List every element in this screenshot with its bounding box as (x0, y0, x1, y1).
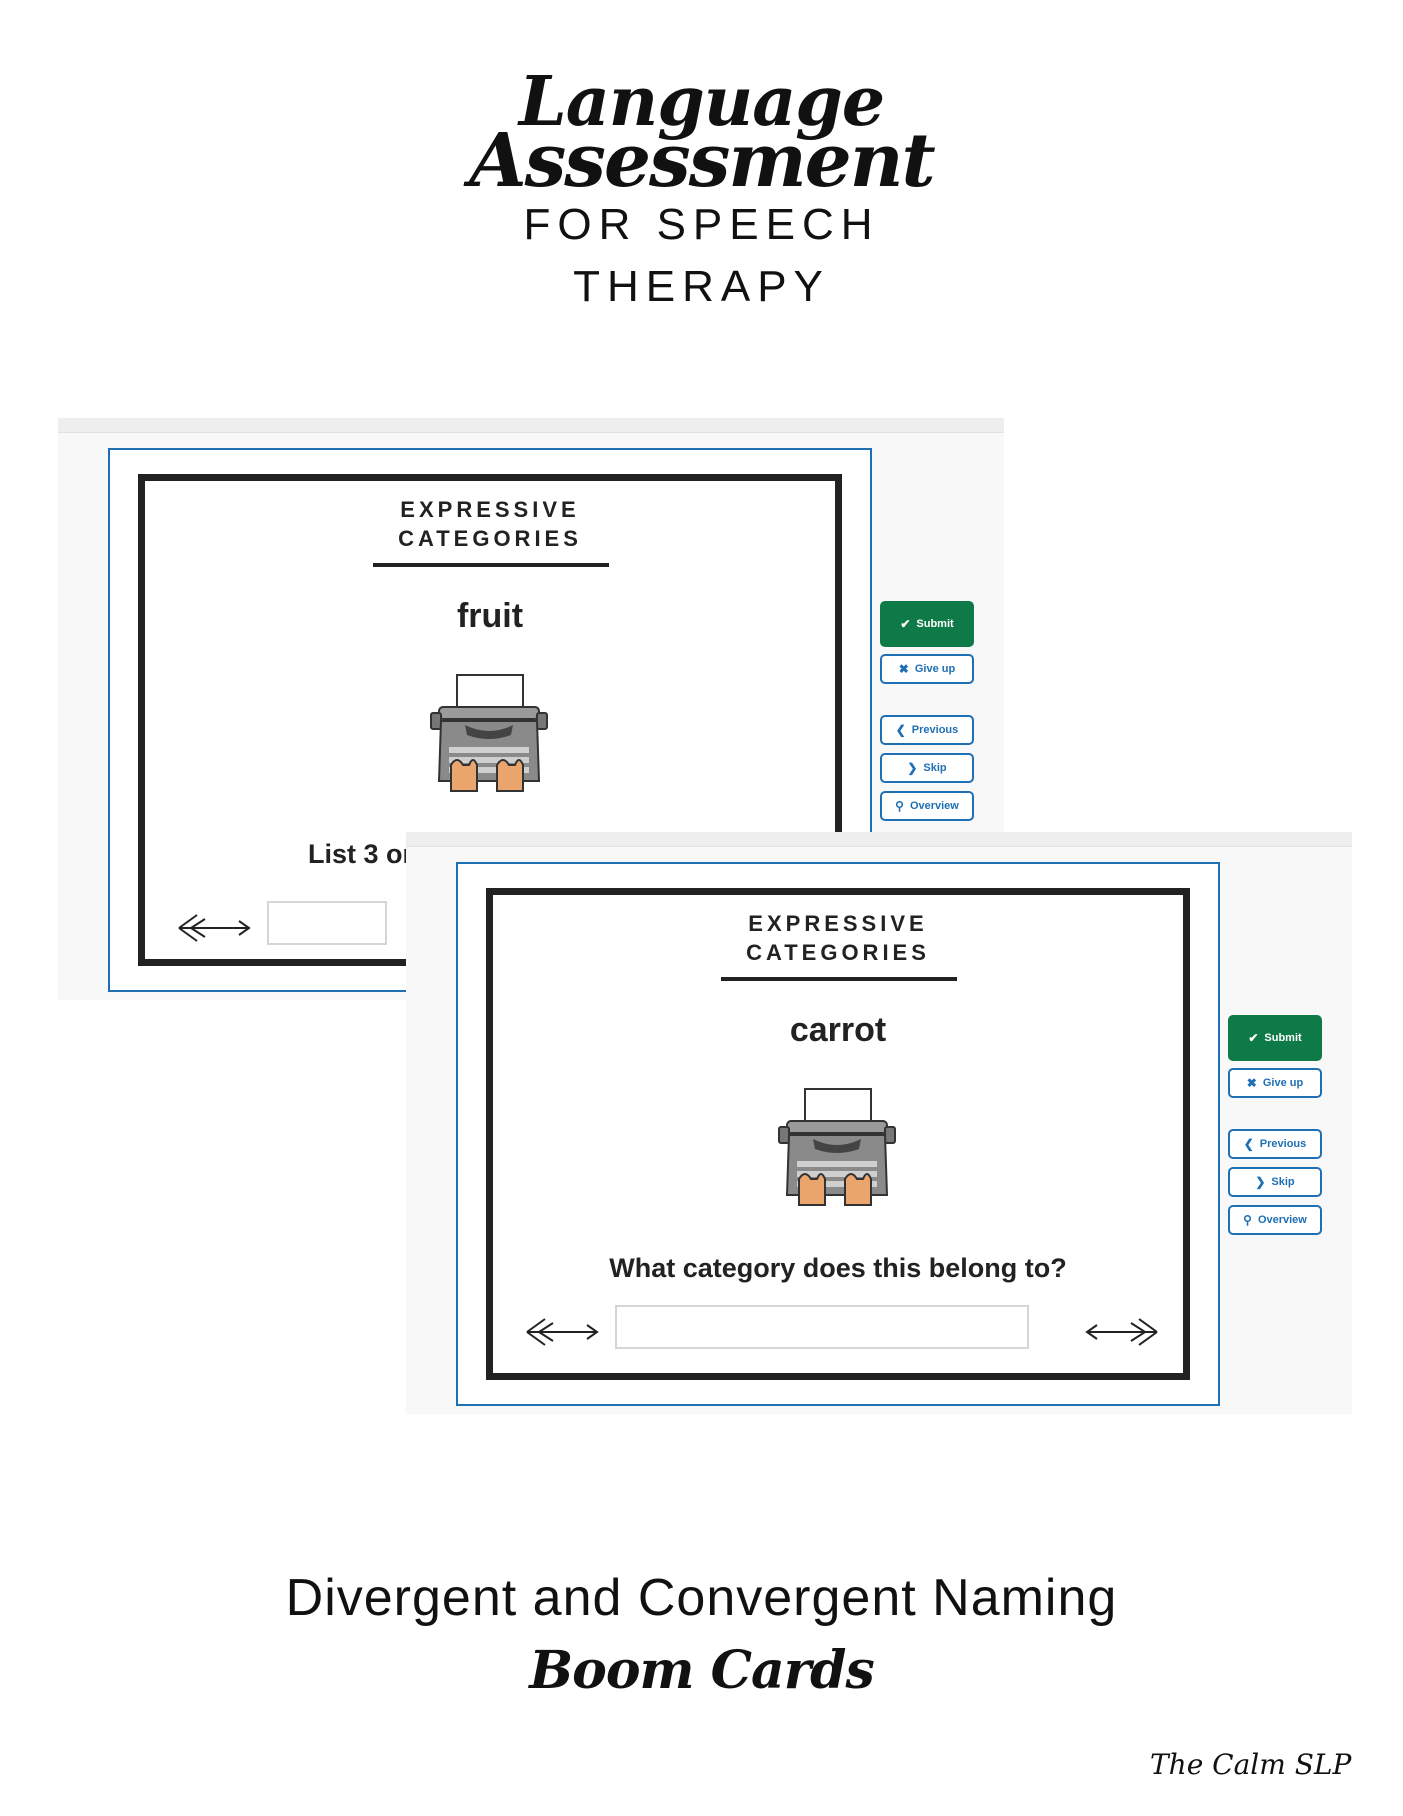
check-icon: ✔ (1248, 1031, 1259, 1045)
chevron-left-icon: ❮ (1243, 1137, 1254, 1151)
title-for-speech: FOR SPEECH (523, 200, 880, 249)
typewriter-icon (430, 674, 548, 792)
give-up-label: Give up (914, 663, 956, 675)
overview-button[interactable]: ⚲ Overview (880, 791, 974, 821)
overview-label: Overview (909, 800, 959, 812)
chevron-right-icon: ❯ (1255, 1175, 1266, 1189)
heading-underline (373, 563, 609, 567)
boom-card: EXPRESSIVE CATEGORIES fruit List 3 or mo (138, 474, 842, 966)
submit-button[interactable]: ✔ Submit (880, 601, 974, 647)
browser-top-bar (58, 418, 1004, 433)
previous-button[interactable]: ❮ Previous (880, 715, 974, 745)
author-signature: The Calm SLP (1150, 1748, 1352, 1781)
title-language: Language (518, 62, 885, 142)
overview-button[interactable]: ⚲ Overview (1228, 1205, 1322, 1235)
screenshot-carrot-card: EXPRESSIVE CATEGORIES carrot What catego… (406, 832, 1352, 1414)
boom-card: EXPRESSIVE CATEGORIES carrot What catego… (486, 888, 1190, 1380)
title-assessment: Assessment (469, 118, 936, 204)
previous-button[interactable]: ❮ Previous (1228, 1129, 1322, 1159)
give-up-label: Give up (1262, 1077, 1304, 1089)
skip-label: Skip (1271, 1176, 1295, 1188)
card-word: fruit (456, 597, 524, 635)
previous-label: Previous (1259, 1138, 1307, 1150)
arrow-left-icon[interactable] (523, 1315, 601, 1349)
subtitle-naming: Divergent and Convergent Naming (285, 1569, 1118, 1627)
x-icon: ✖ (898, 662, 909, 676)
card-frame: EXPRESSIVE CATEGORIES carrot What catego… (456, 862, 1220, 1406)
overview-label: Overview (1257, 1214, 1307, 1226)
chevron-left-icon: ❮ (895, 723, 906, 737)
heading-underline (721, 977, 957, 981)
submit-label: Submit (916, 618, 954, 630)
card-heading-line1: EXPRESSIVE (400, 497, 580, 522)
give-up-button[interactable]: ✖ Give up (1228, 1068, 1322, 1098)
browser-top-bar (406, 832, 1352, 847)
card-question: What category does this belong to? (609, 1253, 1067, 1283)
x-icon: ✖ (1246, 1076, 1257, 1090)
subtitle-boom-cards: Boom Cards (529, 1640, 875, 1701)
typewriter-icon (778, 1088, 896, 1206)
arrow-right-icon[interactable] (1083, 1315, 1161, 1349)
arrow-left-icon[interactable] (175, 911, 253, 945)
screenshot-fruit-card: EXPRESSIVE CATEGORIES fruit List 3 or mo (58, 418, 1004, 1000)
card-heading-line1: EXPRESSIVE (748, 911, 928, 936)
answer-input[interactable] (615, 1305, 1029, 1349)
skip-button[interactable]: ❯ Skip (1228, 1167, 1322, 1197)
skip-label: Skip (923, 762, 947, 774)
submit-label: Submit (1264, 1032, 1302, 1044)
chevron-right-icon: ❯ (907, 761, 918, 775)
card-word: carrot (789, 1011, 887, 1049)
give-up-button[interactable]: ✖ Give up (880, 654, 974, 684)
submit-button[interactable]: ✔ Submit (1228, 1015, 1322, 1061)
card-heading-line2: CATEGORIES (746, 940, 930, 965)
title-therapy: THERAPY (573, 262, 830, 311)
answer-input[interactable] (267, 901, 387, 945)
previous-label: Previous (911, 724, 959, 736)
search-icon: ⚲ (1243, 1213, 1252, 1227)
card-heading-line2: CATEGORIES (398, 526, 582, 551)
search-icon: ⚲ (895, 799, 904, 813)
skip-button[interactable]: ❯ Skip (880, 753, 974, 783)
check-icon: ✔ (900, 617, 911, 631)
